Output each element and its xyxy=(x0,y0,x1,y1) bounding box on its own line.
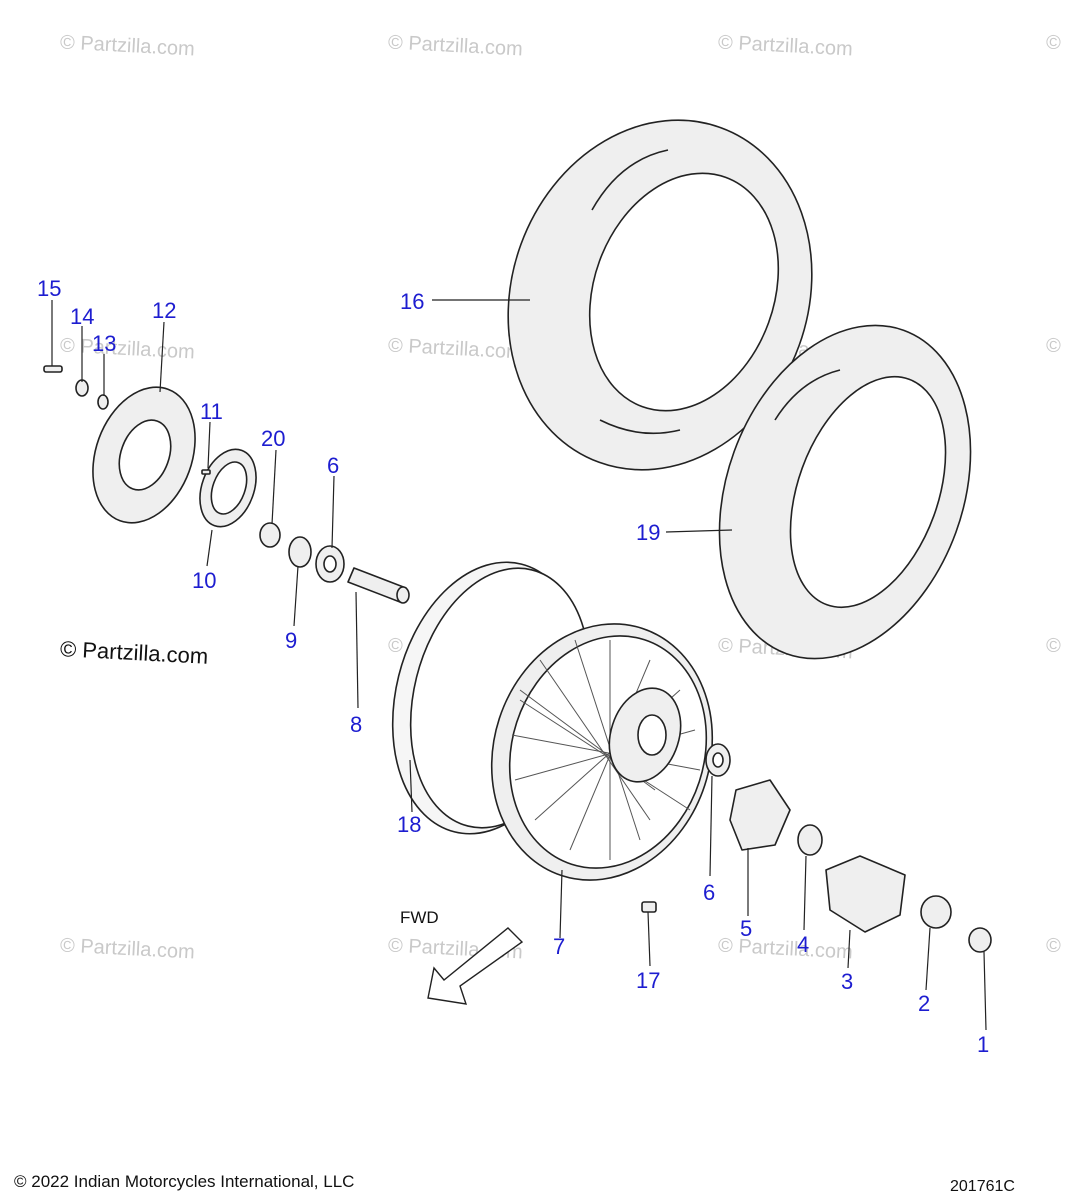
callout-8: 8 xyxy=(350,712,363,737)
bolt xyxy=(43,365,63,373)
sprocket-hub xyxy=(825,855,906,933)
spacer xyxy=(259,522,281,548)
callout-5: 5 xyxy=(740,916,753,941)
axle-sleeve xyxy=(347,567,410,604)
callout-12: 12 xyxy=(152,298,177,323)
callout-3: 3 xyxy=(841,969,854,994)
tire-lower xyxy=(718,324,972,660)
callout-19: 19 xyxy=(636,520,661,545)
screw xyxy=(201,469,211,475)
cush-drive xyxy=(729,779,791,851)
valve-stem xyxy=(641,901,657,913)
callout-6: 6 xyxy=(327,453,340,478)
callout-6: 6 xyxy=(703,880,716,905)
copyright-notice: © 2022 Indian Motorcycles International,… xyxy=(14,1172,355,1191)
callout-14: 14 xyxy=(70,304,95,329)
callout-1: 1 xyxy=(977,1032,990,1057)
spacer-right xyxy=(797,824,823,856)
callout-4: 4 xyxy=(797,932,810,957)
callout-2: 2 xyxy=(918,991,931,1016)
callout-7: 7 xyxy=(553,934,566,959)
callout-11: 11 xyxy=(200,399,223,424)
seal xyxy=(288,536,312,568)
drawing-number: 201761C xyxy=(950,1178,1015,1195)
callout-15: 15 xyxy=(37,276,62,301)
spacer-outer xyxy=(968,927,992,953)
forward-arrow-icon xyxy=(427,927,524,1005)
callout-18: 18 xyxy=(397,812,422,837)
callout-13: 13 xyxy=(92,331,117,356)
callout-20: 20 xyxy=(261,426,286,451)
callout-16: 16 xyxy=(400,289,425,314)
forward-label: FWD xyxy=(400,908,439,927)
tire-upper xyxy=(507,119,813,471)
brake-rotor xyxy=(92,386,196,524)
callout-17: 17 xyxy=(636,968,661,993)
callout-10: 10 xyxy=(192,568,217,593)
washer xyxy=(75,379,89,397)
bearing-outer xyxy=(920,895,952,929)
nut xyxy=(97,394,109,410)
callout-9: 9 xyxy=(285,628,298,653)
tone-ring xyxy=(199,448,257,528)
spoked-wheel xyxy=(490,623,714,881)
